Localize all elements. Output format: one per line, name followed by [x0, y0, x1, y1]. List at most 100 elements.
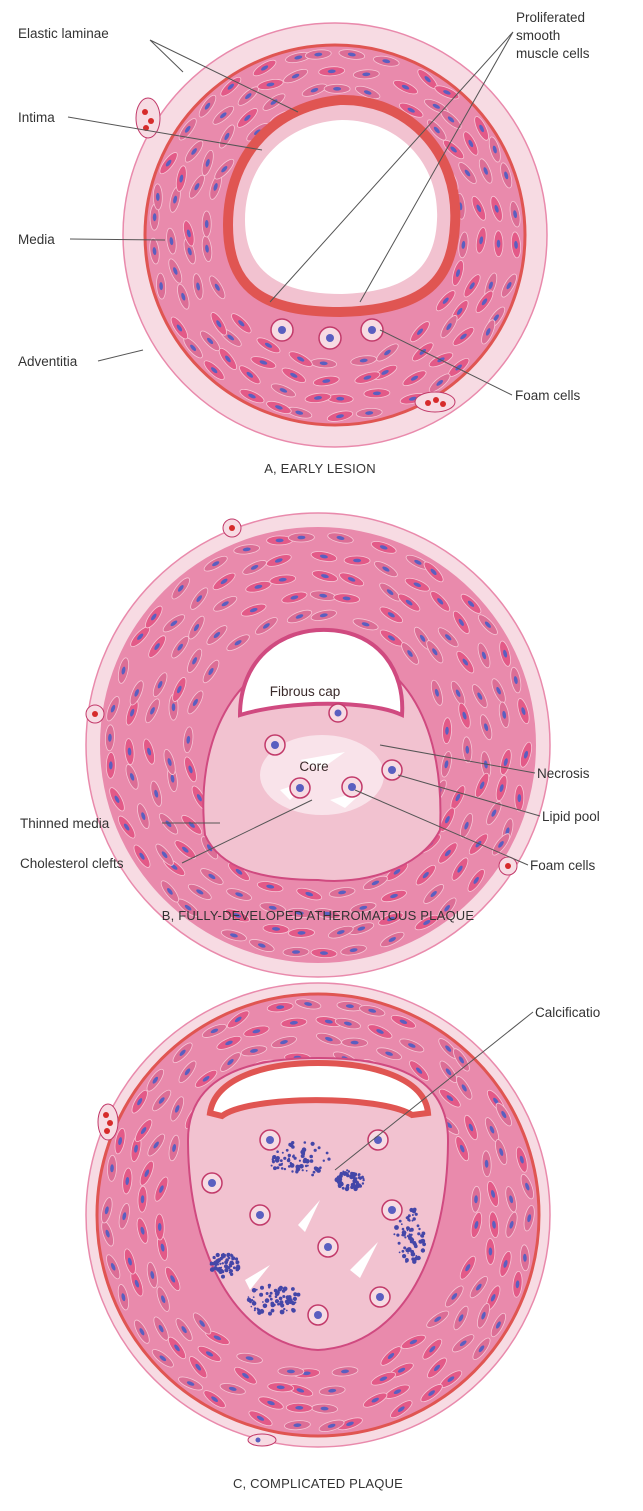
cell-nucleus — [171, 703, 176, 712]
calcium-speck — [221, 1270, 225, 1274]
cell-nucleus — [186, 1381, 195, 1386]
cell-nucleus — [432, 103, 440, 109]
calcium-speck — [411, 1257, 415, 1261]
cell-nucleus — [327, 69, 336, 74]
calcium-speck — [262, 1301, 264, 1303]
cell-nucleus — [322, 379, 331, 383]
calcium-speck — [273, 1166, 277, 1171]
cell-nucleus — [323, 911, 332, 916]
panel-c-calcification-deposits — [209, 1141, 426, 1316]
cell-nucleus — [121, 666, 126, 675]
calcium-speck — [404, 1236, 407, 1239]
cell-nucleus — [320, 1406, 329, 1411]
cell-nucleus — [199, 1320, 205, 1327]
calcium-speck — [280, 1311, 283, 1315]
cell-nucleus — [485, 328, 491, 336]
cell-nucleus — [227, 83, 234, 90]
cell-nucleus — [385, 1051, 393, 1056]
calcium-speck — [292, 1309, 296, 1313]
label-elastic-laminae: Elastic laminae — [18, 26, 109, 41]
cell-nucleus — [424, 76, 431, 83]
calcium-speck — [294, 1301, 297, 1304]
cell-nucleus — [492, 145, 497, 154]
cell-nucleus — [202, 1076, 210, 1082]
calcium-speck — [269, 1297, 273, 1301]
cell-nucleus — [114, 795, 120, 803]
calcium-speck — [226, 1252, 231, 1257]
panel-a-vasa-vasorum — [135, 97, 456, 413]
cell-nucleus — [468, 139, 474, 148]
cell-nucleus — [257, 943, 266, 948]
cell-nucleus — [444, 816, 450, 824]
calcium-speck — [403, 1246, 407, 1250]
calcium-speck — [418, 1227, 421, 1231]
cell-nucleus — [256, 1415, 265, 1421]
label-cholesterol-clefts: Cholesterol clefts — [20, 856, 124, 871]
cell-nucleus — [170, 774, 175, 783]
cell-nucleus — [444, 760, 449, 769]
calcium-speck — [347, 1170, 351, 1173]
cell-nucleus — [296, 1388, 305, 1393]
cell-nucleus — [493, 1097, 499, 1105]
cell-nucleus — [225, 1040, 233, 1046]
calcium-speck — [422, 1242, 426, 1247]
cell-nucleus — [279, 388, 288, 393]
cell-nucleus — [213, 631, 221, 639]
panel-b-foam-cells — [264, 703, 403, 799]
cell-nucleus — [399, 1019, 408, 1025]
cell-nucleus — [434, 1316, 442, 1322]
calcium-speck — [393, 1233, 396, 1236]
cell-nucleus — [176, 685, 182, 694]
cell-nucleus — [213, 1335, 222, 1341]
cell-nucleus — [464, 169, 471, 177]
calcium-speck — [274, 1299, 280, 1304]
cell-nucleus — [336, 930, 345, 935]
calcium-speck — [277, 1302, 280, 1306]
cell-nucleus — [205, 1351, 214, 1357]
calcium-speck — [416, 1224, 420, 1228]
cell-nucleus — [192, 657, 198, 665]
calcium-speck — [397, 1241, 401, 1245]
calcium-speck — [345, 1186, 348, 1189]
calcium-speck — [219, 1262, 222, 1265]
panel-c-lumen — [206, 1059, 432, 1120]
cell-nucleus — [294, 55, 303, 60]
cell-nucleus — [505, 827, 510, 836]
calcium-speck — [251, 1288, 257, 1293]
cell-nucleus — [204, 220, 209, 228]
cell-nucleus — [161, 1295, 166, 1304]
cell-nucleus — [234, 640, 242, 646]
calcium-speck — [421, 1239, 425, 1242]
cell-nucleus — [165, 159, 172, 167]
calcium-speck — [396, 1233, 400, 1237]
cell-nucleus — [302, 1371, 311, 1376]
label-intima: Intima — [18, 110, 55, 125]
calcium-speck — [278, 1285, 283, 1290]
cell-nucleus — [462, 658, 469, 666]
cell-nucleus — [250, 565, 259, 570]
cell-nucleus — [341, 1369, 349, 1374]
cell-nucleus — [108, 761, 113, 770]
cell-nucleus — [196, 282, 200, 291]
calcium-speck — [401, 1227, 405, 1231]
cell-nucleus — [489, 1125, 495, 1134]
calcium-speck — [253, 1307, 257, 1310]
cell-nucleus — [293, 1423, 302, 1428]
calcium-speck — [218, 1266, 222, 1271]
panel-c-cholesterol-clefts — [245, 1200, 378, 1290]
cell-nucleus — [110, 1263, 116, 1271]
calcium-speck — [257, 1310, 262, 1315]
cell-nucleus — [159, 1355, 167, 1362]
cell-nucleus — [295, 1405, 304, 1410]
cell-nucleus — [458, 1314, 464, 1322]
cell-nucleus — [371, 1397, 379, 1403]
cell-nucleus — [455, 269, 461, 277]
cell-nucleus — [405, 599, 413, 606]
cell-nucleus — [478, 1345, 485, 1353]
cell-nucleus — [224, 132, 230, 141]
cell-nucleus — [174, 1344, 180, 1352]
cell-nucleus — [158, 1097, 165, 1104]
calcium-speck — [301, 1147, 307, 1152]
cell-nucleus — [443, 90, 451, 95]
cell-nucleus — [297, 356, 305, 362]
